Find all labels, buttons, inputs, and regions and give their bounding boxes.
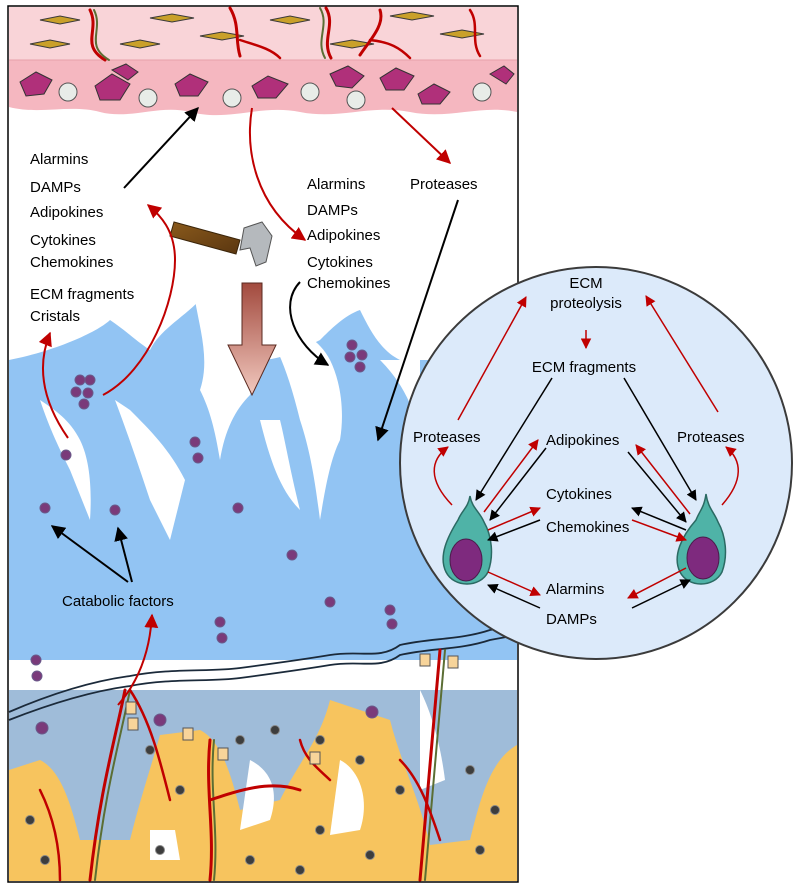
impact-arrow: [227, 282, 277, 397]
hammer-icon: [169, 221, 273, 267]
middle-label-adipokines: Adipokines: [307, 227, 381, 244]
middle-label-damps: DAMPs: [307, 202, 358, 219]
middle-label-alarmins: Alarmins: [307, 176, 366, 193]
inset-label-adipokines: Adipokines: [546, 432, 620, 449]
bone-cells: [125, 653, 459, 765]
inset-label-cytokines: Cytokines: [546, 486, 612, 503]
left-label-alarmins: Alarmins: [30, 151, 89, 168]
middle-label-chemokines: Chemokines: [307, 275, 391, 292]
inset-label-proteases-right: Proteases: [677, 429, 745, 446]
tidemark: [8, 624, 518, 721]
arrow-synovium-to-proteases: [391, 107, 452, 164]
left-label-adipokines: Adipokines: [30, 204, 104, 221]
inset-label-damps: DAMPs: [546, 611, 597, 628]
arrow-chondrocytes-to-adipokines: [102, 204, 177, 396]
chondrocyte-network-inset: [399, 266, 793, 660]
arrow-middle-labels-to-cartilage: [289, 281, 330, 366]
catabolic-factors-label: Catabolic factors: [62, 593, 174, 610]
arrow-synovium-to-middle-labels: [249, 107, 307, 241]
arrow-catabolic-to-cell-right: [114, 526, 133, 583]
inset-label-ecm: ECM: [569, 275, 603, 292]
left-label-cristals: Cristals: [30, 308, 81, 325]
inset-label-proteases-left: Proteases: [413, 429, 481, 446]
inset-label-ecm-fragments: ECM fragments: [531, 359, 637, 376]
chondrocytes: [30, 339, 398, 735]
left-label-chemokines: Chemokines: [30, 254, 114, 271]
synovial-cells: [19, 63, 515, 110]
arrow-left-labels-to-synovium: [123, 106, 199, 189]
chondrocyte-right: [676, 493, 727, 585]
left-label-damps: DAMPs: [30, 179, 81, 196]
arrow-proteases-to-cartilage: [375, 199, 459, 442]
cartilage-layer: [9, 300, 517, 660]
osteocytes: [25, 725, 500, 875]
arrow-bone-to-catabolic: [117, 613, 159, 706]
synovial-vessels: [88, 6, 482, 62]
middle-label-cytokines: Cytokines: [307, 254, 373, 271]
inset-label-proteolysis: proteolysis: [550, 295, 622, 312]
arrow-catabolic-to-cell-left: [50, 525, 129, 583]
inset-label-alarmins: Alarmins: [546, 581, 605, 598]
inset-label-chemokines: Chemokines: [546, 519, 630, 536]
proteases-top-label: Proteases: [410, 176, 478, 193]
arrow-cartilage-to-ecm-fragments: [38, 331, 69, 439]
left-label-cytokines: Cytokines: [30, 232, 96, 249]
chondrocyte-left: [442, 495, 493, 585]
fibroblast-cells: [29, 11, 485, 49]
left-label-ecm-fragments: ECM fragments: [30, 286, 135, 303]
